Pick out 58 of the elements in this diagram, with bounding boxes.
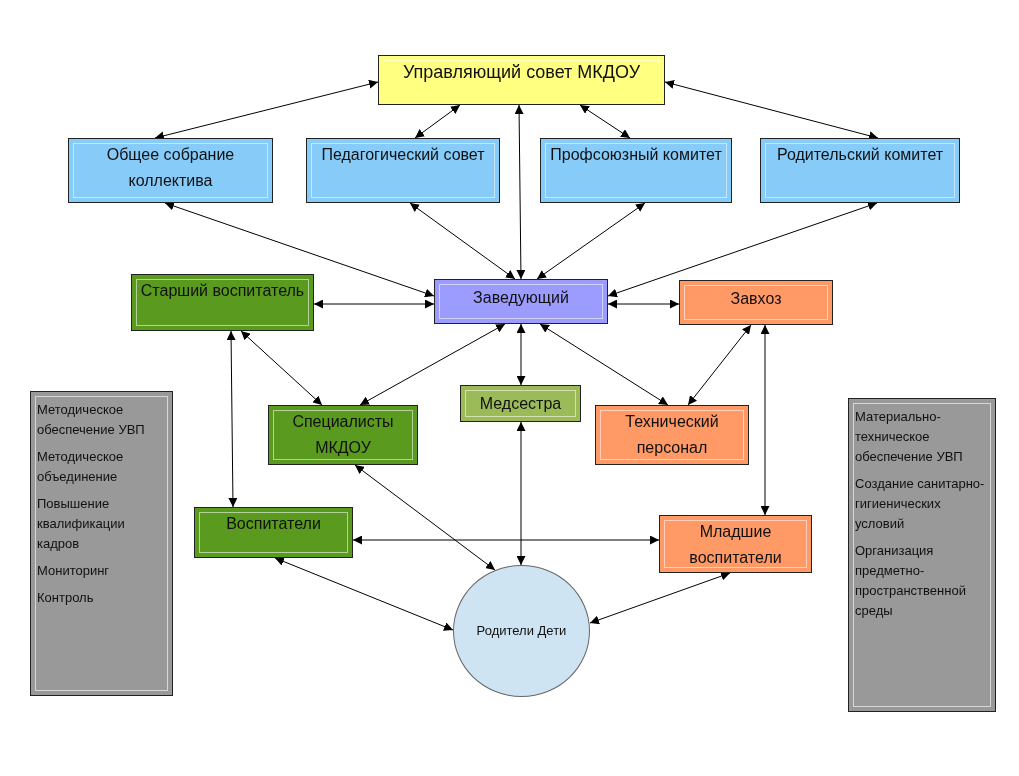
node-label: Профсоюзный комитет [549, 145, 723, 165]
node-label: Технический персонал [624, 412, 720, 458]
double-arrow [514, 104, 526, 280]
double-arrow [760, 324, 770, 516]
double-arrow [240, 330, 323, 406]
node-label: Младшие воспитатели [688, 522, 783, 568]
double-arrow [414, 104, 461, 139]
node-label: Педагогический совет [320, 145, 486, 165]
double-arrow [687, 324, 752, 406]
node-label: Родители Дети [475, 622, 568, 640]
double-arrow [164, 201, 435, 298]
node-label: Завхоз [729, 289, 783, 309]
node-label: Родительский комитет [775, 145, 945, 165]
double-arrow [607, 299, 680, 309]
staff-box [460, 385, 581, 422]
note-text: Материально-техническое обеспечение УВП [855, 408, 964, 466]
double-arrow [409, 202, 516, 280]
notes-panel [30, 391, 173, 696]
node-label: Общее собрание коллектива [105, 145, 236, 191]
double-arrow [359, 323, 506, 406]
note-text: Мониторинг [37, 562, 111, 580]
node-label: Специалисты МКДОУ [291, 412, 395, 458]
note-text: Методическое объединение [37, 448, 125, 486]
note-text: Создание санитарно-гигиенических условий [855, 475, 986, 533]
staff-box [131, 274, 314, 331]
notes-panel [848, 398, 996, 712]
double-arrow [607, 201, 878, 298]
body-box [760, 138, 960, 203]
council-box [378, 55, 665, 105]
double-arrow [226, 330, 238, 508]
staff-box [595, 405, 749, 465]
double-arrow [352, 535, 660, 545]
node-label: Старший воспитатель [139, 281, 306, 301]
double-arrow [579, 104, 631, 139]
node-label: Заведующий [472, 288, 570, 308]
note-text: Организация предметно-пространственной среды [855, 542, 967, 620]
note-text: Контроль [37, 589, 95, 607]
double-arrow [589, 571, 731, 625]
double-arrow [313, 299, 435, 309]
body-box [68, 138, 273, 203]
head-box [434, 279, 608, 324]
double-arrow [539, 323, 669, 406]
staff-box [194, 507, 353, 558]
staff-box [268, 405, 418, 465]
double-arrow [516, 323, 526, 386]
double-arrow [536, 202, 646, 280]
note-text: Повышение квалификации кадров [37, 495, 126, 553]
body-box [306, 138, 500, 203]
double-arrow [516, 421, 526, 566]
double-arrow [354, 464, 496, 571]
staff-box [679, 280, 833, 325]
staff-box [659, 515, 812, 573]
node-label: Медсестра [478, 394, 563, 414]
body-box [540, 138, 732, 203]
node-label: Воспитатели [225, 514, 322, 534]
note-text: Методическое обеспечение УВП [37, 401, 146, 439]
double-arrow [274, 557, 454, 631]
node-label: Управляющий совет МКДОУ [401, 61, 642, 84]
